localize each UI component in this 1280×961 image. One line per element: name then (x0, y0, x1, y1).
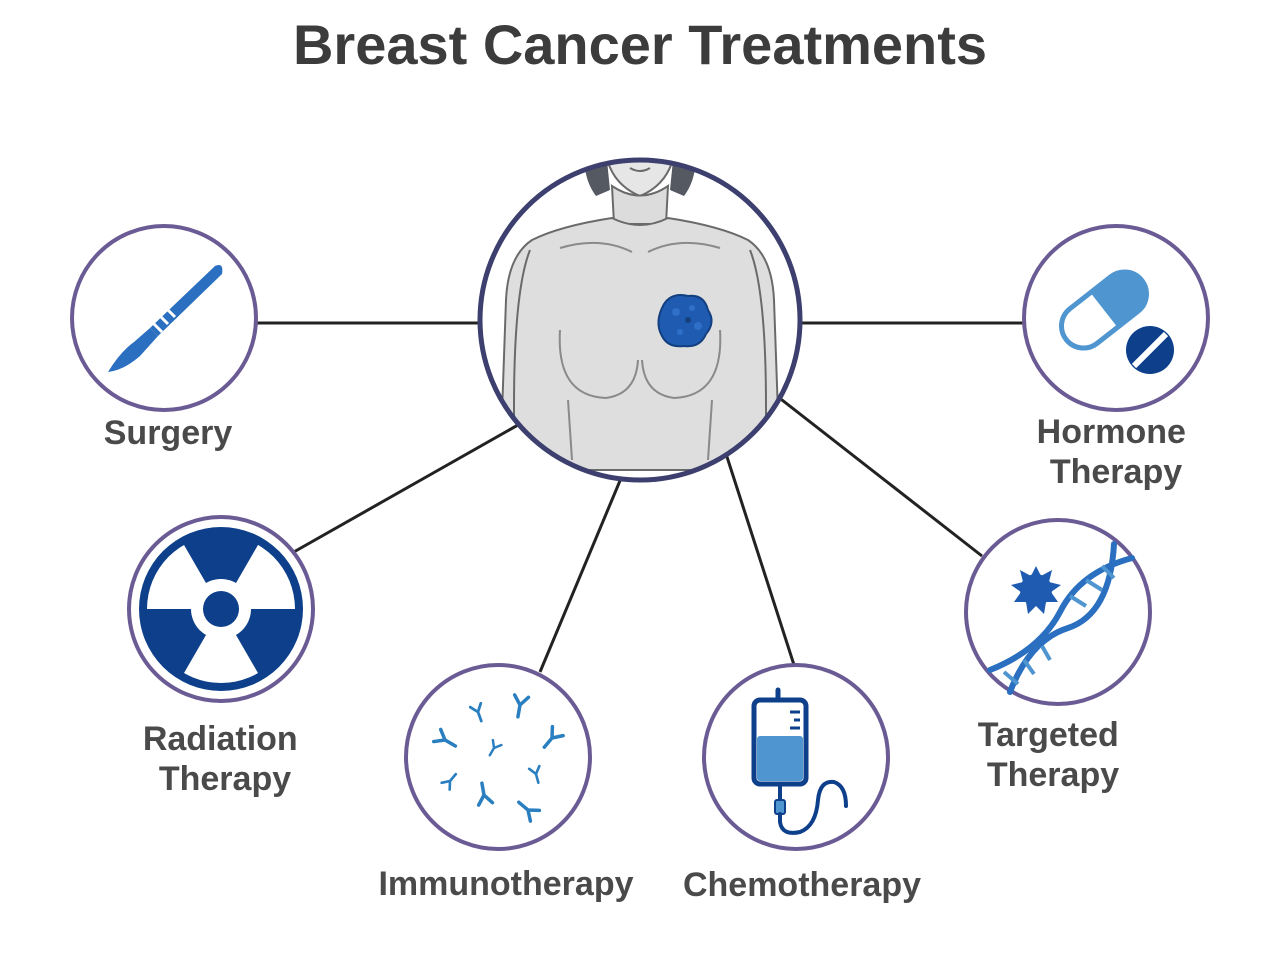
center-ring (477, 157, 803, 483)
label-surgery: Surgery (104, 414, 233, 452)
label-chemotherapy: Chemotherapy (683, 866, 921, 904)
torso (498, 216, 782, 471)
treatment-radiation: Radiation Therapy (127, 515, 315, 798)
treatment-targeted: Targeted Therapy (964, 518, 1152, 794)
pill-icon (1059, 269, 1174, 374)
treatment-chemotherapy: Chemotherapy (683, 663, 921, 904)
treatment-hormone: Hormone Therapy (1022, 224, 1210, 491)
label-hormone: Hormone Therapy (1037, 413, 1196, 491)
hair (584, 162, 696, 196)
dna-target-icon (987, 541, 1135, 695)
radiation-icon (139, 527, 303, 691)
center-torso-illustration (477, 157, 803, 483)
label-immunotherapy: Immunotherapy (378, 865, 633, 903)
scalpel-icon (108, 265, 223, 372)
label-radiation: Radiation Therapy (143, 720, 307, 798)
iv-bag-icon (751, 687, 848, 835)
treatment-surgery: Surgery (70, 224, 258, 452)
immunotherapy-ring (404, 663, 592, 851)
treatment-immunotherapy: Immunotherapy (378, 663, 634, 903)
page-title: Breast Cancer Treatments (293, 13, 987, 76)
tumor-icon (657, 294, 713, 348)
label-targeted: Targeted Therapy (978, 716, 1129, 794)
antibodies-icon (431, 693, 565, 823)
